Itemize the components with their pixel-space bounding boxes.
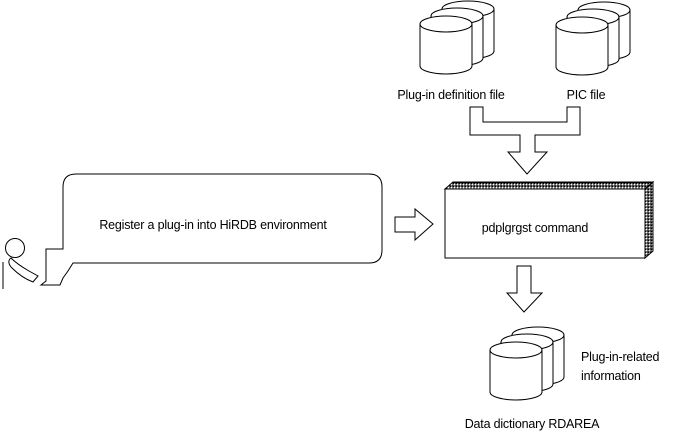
block-arrow-right-icon <box>394 207 434 242</box>
database-cylinder-stack-icon-pic-file <box>555 1 631 76</box>
pdplgrgst-command-label: pdplgrgst command <box>481 221 589 235</box>
plugin-related-information-line2: information <box>581 368 641 383</box>
database-cylinder-stack-icon-plugin-definition <box>419 0 495 75</box>
data-dictionary-rdarea-label: Data dictionary RDAREA <box>464 417 600 431</box>
person-at-terminal-icon <box>2 238 39 289</box>
command-box <box>443 180 655 260</box>
plugin-related-information-line1: Plug-in-related <box>581 350 660 364</box>
speech-bubble <box>39 173 383 286</box>
merge-down-arrow-icon <box>469 106 581 175</box>
plugin-related-information-label: Plug-in-related information <box>581 348 659 385</box>
plugin-definition-file-label: Plug-in definition file <box>397 88 505 102</box>
block-arrow-down-icon <box>505 265 544 313</box>
pic-file-label: PIC file <box>566 88 606 102</box>
database-cylinder-stack-icon-data-dictionary <box>489 326 565 401</box>
register-bubble-label: Register a plug-in into HiRDB environmen… <box>99 218 327 232</box>
